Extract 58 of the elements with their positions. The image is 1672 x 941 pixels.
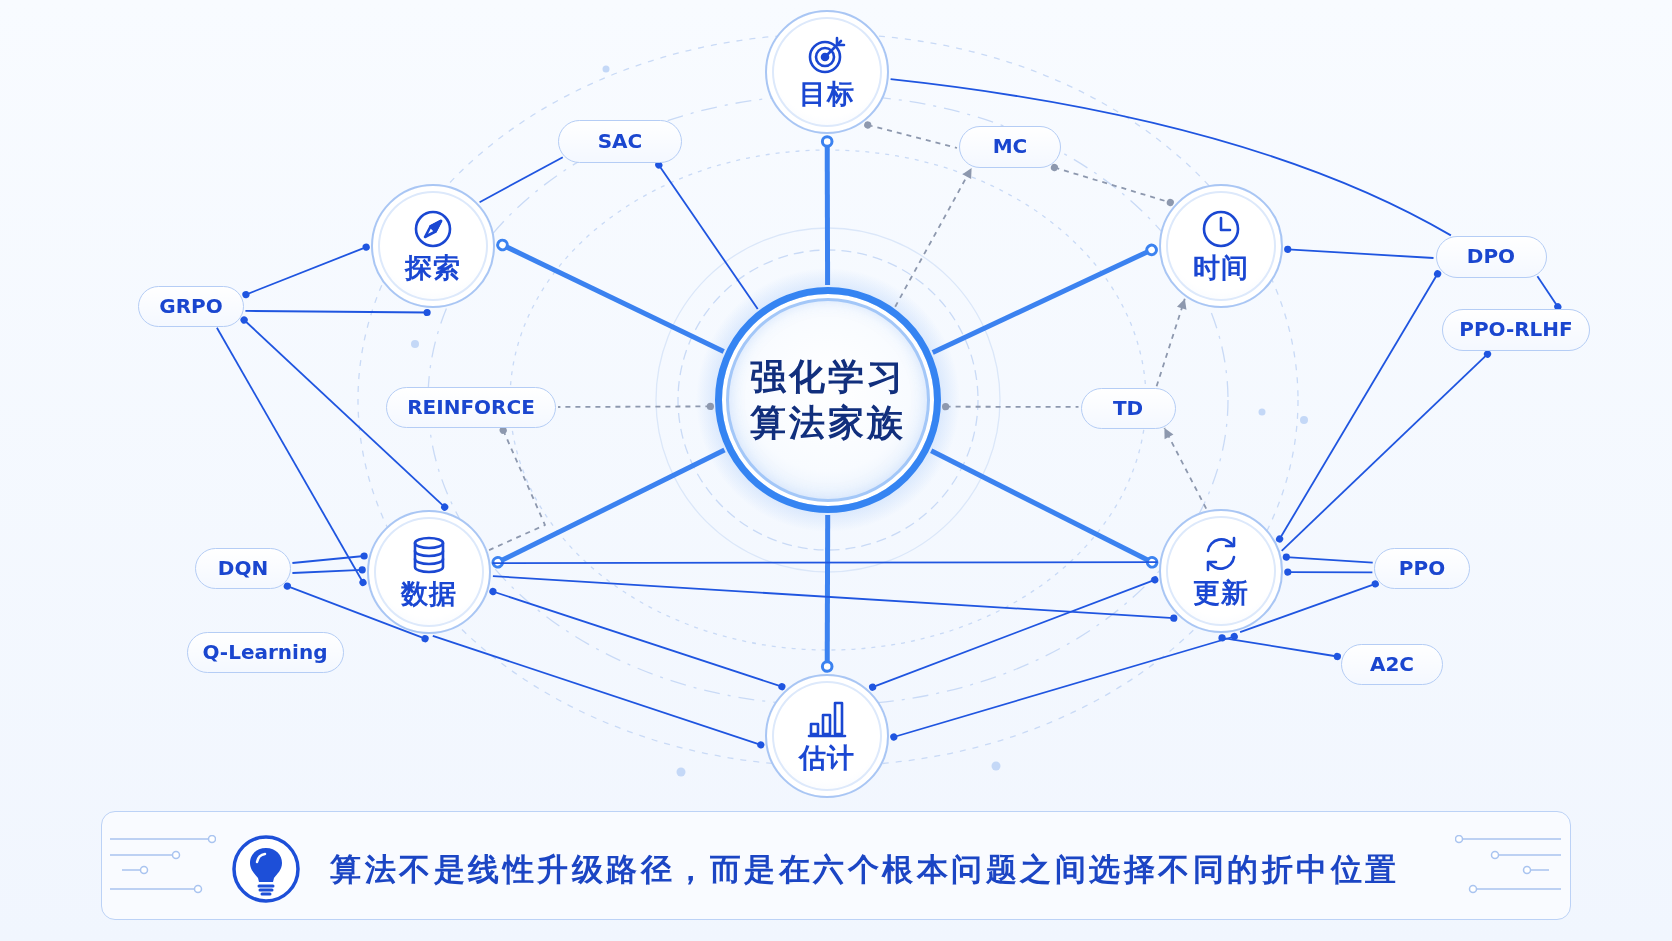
topic-label: 时间	[1193, 251, 1249, 284]
connector-line	[655, 161, 759, 310]
topic-label: 目标	[799, 77, 855, 110]
dashed-line	[557, 402, 714, 410]
connector-line	[1284, 568, 1374, 576]
dashed-line	[942, 403, 1080, 411]
dashed-line	[1050, 163, 1174, 207]
topic-label: 估计	[799, 741, 855, 774]
connector-line	[242, 243, 370, 299]
connector-line	[489, 587, 786, 691]
connector-line	[216, 326, 367, 587]
connector-line	[869, 576, 1159, 691]
topic-label: 更新	[1193, 576, 1249, 609]
algorithm-tag: PPO	[1374, 547, 1470, 589]
connector-line	[491, 561, 1159, 564]
spoke-line	[820, 135, 834, 285]
connector-line	[1239, 580, 1379, 633]
dashed-arrow	[894, 167, 973, 308]
topic-label: 数据	[401, 577, 457, 610]
connector-line	[890, 632, 1238, 741]
connector-line	[1280, 350, 1492, 552]
connector-line	[1218, 634, 1341, 661]
connector-line	[889, 78, 1452, 237]
connector-line	[291, 552, 368, 564]
dashed-line	[488, 426, 546, 551]
dashed-line	[864, 121, 958, 149]
note-text: 算法不是线性升级路径，而是在六个根本问题之间选择不同的折中位置	[330, 849, 1400, 889]
connector-line	[1536, 275, 1562, 311]
connector-line	[291, 566, 366, 574]
algorithm-tag: A2C	[1341, 643, 1443, 685]
spoke-line	[930, 448, 1159, 569]
algorithm-tag: GRPO	[138, 285, 244, 327]
topic-label: 探索	[405, 251, 461, 284]
connector-line	[431, 635, 765, 749]
connector-line	[1276, 270, 1442, 543]
connector-line	[1282, 553, 1374, 564]
connector-line	[244, 308, 431, 317]
connector-line	[478, 156, 564, 204]
spoke-line	[931, 243, 1158, 355]
algorithm-tag: DQN	[195, 547, 291, 589]
dashed-arrow	[1163, 427, 1208, 510]
hub-title: 强化学习算法家族	[749, 355, 907, 445]
connector-line	[283, 582, 429, 643]
algorithm-tag: PPO-RLHF	[1442, 309, 1590, 351]
spoke-line	[820, 515, 834, 673]
algorithm-tag: SAC	[558, 119, 682, 163]
algorithm-tag: DPO	[1435, 236, 1547, 278]
algorithm-tag: Q-Learning	[186, 631, 344, 673]
spoke-line	[491, 447, 726, 569]
connector-line	[1284, 245, 1435, 259]
dashed-arrow	[1155, 297, 1187, 388]
connector-line	[492, 575, 1178, 622]
algorithm-tag: MC	[959, 126, 1061, 168]
connector-line	[240, 316, 449, 511]
spoke-line	[496, 238, 725, 354]
algorithm-tag: REINFORCE	[386, 386, 556, 428]
algorithm-tag: TD	[1080, 387, 1176, 429]
note-banner	[101, 811, 1571, 920]
